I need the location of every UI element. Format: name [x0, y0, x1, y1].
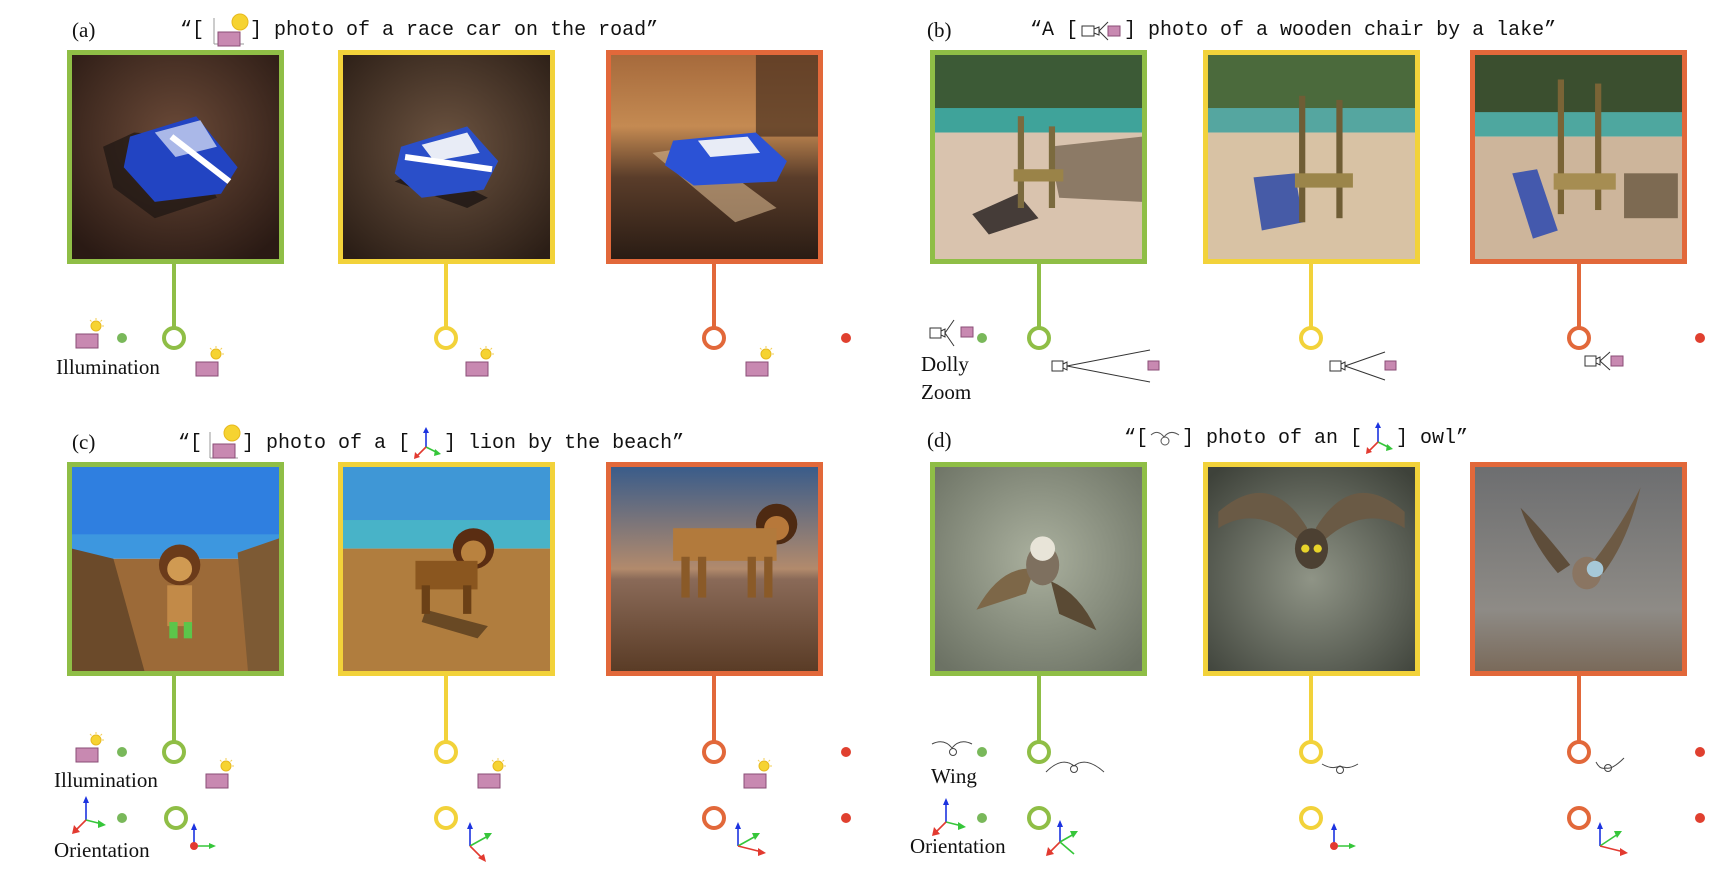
illumination-icon — [745, 345, 775, 377]
orientation-icon — [931, 797, 967, 837]
lion-image-1 — [67, 462, 284, 676]
panel-d-prompt: “[ ] photo of an [ ] owl” — [1124, 420, 1468, 456]
orientation-icon — [467, 822, 492, 862]
wing-icon — [1321, 763, 1359, 774]
orientation-icon — [1330, 823, 1356, 850]
dolly-zoom-icon — [1329, 351, 1397, 381]
owl-image-1 — [930, 462, 1147, 676]
illumination-icon — [195, 345, 225, 377]
panel-c-prompt: “[ ] photo of a [ ] lion by the beach” — [178, 424, 684, 462]
illumination-icon — [75, 317, 105, 349]
panel-a-label: (a) — [72, 18, 96, 42]
panel-b-label: (b) — [927, 18, 952, 42]
panel-b-prompt: “A [ ] photo of a wooden chair by a lake… — [1030, 12, 1556, 48]
zoom-label: Zoom — [921, 380, 972, 404]
panel-c-timeline — [71, 676, 851, 862]
orientation-label: Orientation — [54, 838, 150, 862]
orientation-token-icon — [414, 427, 442, 459]
dolly-label: Dolly — [921, 352, 969, 376]
chair-image-3 — [1470, 50, 1687, 264]
car-image-3 — [606, 50, 823, 264]
orientation-icon — [71, 795, 107, 835]
illumination-token-icon — [209, 424, 241, 459]
illumination-token-icon — [213, 13, 249, 47]
car-image-2 — [338, 50, 555, 264]
owl-image-3 — [1470, 462, 1687, 676]
dolly-zoom-icon — [1584, 351, 1624, 371]
panel-b-timeline — [929, 264, 1705, 383]
orientation-icon — [1597, 822, 1628, 856]
chair-image-2 — [1203, 50, 1420, 264]
dolly-zoom-icon — [929, 319, 974, 347]
dolly-zoom-token-icon — [1081, 21, 1121, 41]
panel-c-label: (c) — [72, 430, 96, 454]
orientation-icon — [190, 823, 216, 850]
lion-image-2 — [338, 462, 555, 676]
owl-image-2 — [1203, 462, 1420, 676]
orientation-icon — [735, 822, 766, 856]
timeline-node-1 — [162, 326, 186, 350]
illumination-icon — [477, 757, 507, 789]
illumination-label: Illumination — [54, 768, 158, 792]
illumination-label: Illumination — [56, 355, 160, 379]
orientation-token-icon — [1366, 422, 1394, 454]
illumination-icon — [205, 757, 235, 789]
panel-d-timeline — [931, 676, 1705, 856]
illumination-icon — [465, 345, 495, 377]
wing-label: Wing — [931, 764, 977, 788]
car-image-1 — [67, 50, 284, 264]
orientation-icon — [1046, 820, 1078, 856]
wing-token-icon — [1150, 431, 1180, 446]
wing-icon — [1595, 757, 1625, 772]
panel-d-label: (d) — [927, 428, 952, 452]
timeline-node-2 — [434, 326, 458, 350]
orientation-label: Orientation — [910, 834, 1006, 858]
wing-icon — [931, 741, 973, 756]
panel-a-timeline — [75, 264, 851, 377]
illumination-icon — [743, 757, 773, 789]
panel-a-prompt: “[ ] photo of a race car on the road” — [180, 12, 658, 48]
chair-image-1 — [930, 50, 1147, 264]
dolly-zoom-icon — [1051, 349, 1160, 383]
timeline-node-3 — [702, 326, 726, 350]
wing-icon — [1045, 761, 1105, 773]
illumination-icon — [75, 731, 105, 763]
lion-image-3 — [606, 462, 823, 676]
